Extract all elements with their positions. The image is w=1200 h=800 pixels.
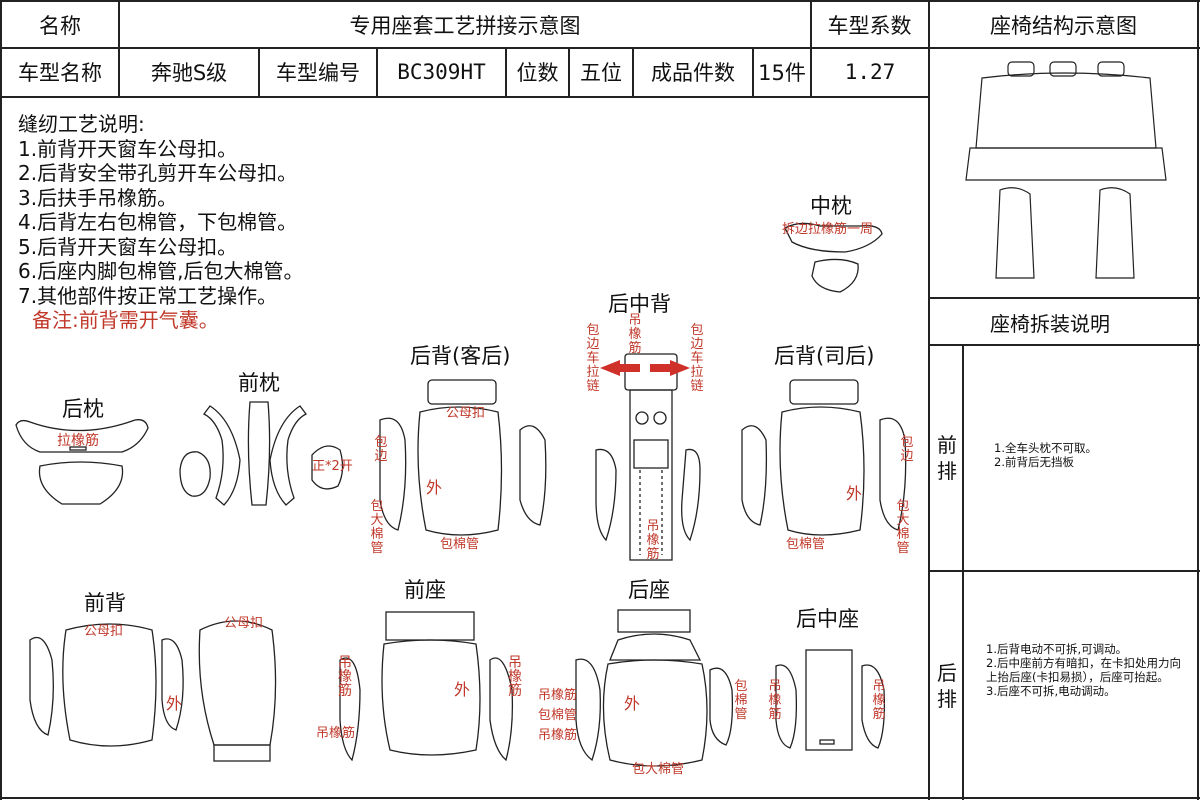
instructions-title: 座椅拆装说明 <box>990 312 1110 336</box>
seats-label: 位数 <box>516 61 559 85</box>
note-item: 6.后座内脚包棉管,后包大棉管。 <box>18 259 304 283</box>
right-divider-344 <box>928 344 1200 346</box>
annot-snap-rear-back-passenger: 公母扣 <box>446 406 486 421</box>
col-divider-118 <box>118 0 120 97</box>
annot-wrap-edge-passenger: 包边 <box>374 435 388 464</box>
note-item: 2.后背安全带孔剪开车公母扣。 <box>18 161 298 185</box>
page-title: 专用座套工艺拼接示意图 <box>349 13 581 38</box>
annot-wrap-zip-right: 包边车拉链 <box>690 323 704 394</box>
annot-snap-front-back-right: 公母扣 <box>224 616 264 631</box>
annot-hang-elastic-bottom: 吊橡筋 <box>646 519 660 562</box>
annot-hang-elastic-rear-middle-seat-right: 吊橡筋 <box>872 679 886 722</box>
frame-bottom <box>0 797 1200 799</box>
note-item: 4.后背左右包棉管，下包棉管。 <box>18 210 298 234</box>
col-divider-568 <box>568 48 570 97</box>
rear-row-instructions: 1.后背电动不可拆,可调动。 2.后中座前方有暗扣，在卡扣处用力向上抬后座(卡扣… <box>986 642 1192 698</box>
label-rear-middle-back: 后中背 <box>608 292 671 316</box>
annot-outer-front-back: 外 <box>166 694 183 713</box>
annot-hang-elastic-rear-seat-2: 吊橡筋 <box>538 728 578 743</box>
annot-middle-pillow: 拆边拉橡筋一周 <box>782 222 874 237</box>
annot-hang-elastic-rear-seat: 吊橡筋 <box>538 688 578 703</box>
note-item: 1.前背开天窗车公母扣。 <box>18 136 238 161</box>
annot-pipe-rear-seat-right: 包棉管 <box>734 679 748 722</box>
frame-top <box>0 0 1200 2</box>
model-code: BC309HT <box>397 60 486 84</box>
annot-outer-front-seat: 外 <box>454 680 471 699</box>
annot-front-pillow: 正*2开 <box>312 459 353 474</box>
annot-big-pipe-passenger: 包大棉管 <box>370 499 384 556</box>
rear-row-label: 后排 <box>937 661 957 711</box>
annot-pipe-rear-back-passenger: 包棉管 <box>440 537 480 552</box>
pieces-label: 成品件数 <box>651 61 735 85</box>
note-item: 7.其他部件按正常工艺操作。 <box>18 283 278 308</box>
right-col-divider <box>962 344 964 800</box>
row-divider-1 <box>0 47 1200 49</box>
annot-snap-front-back: 公母扣 <box>84 624 124 639</box>
col-divider-752 <box>752 48 754 97</box>
label-front-back: 前背 <box>84 591 126 615</box>
pieces-value: 15件 <box>758 61 806 85</box>
annot-outer-rear-back-driver: 外 <box>846 484 863 503</box>
label-front-seat: 前座 <box>404 578 446 602</box>
coef-label: 车型系数 <box>827 13 912 38</box>
seats-value: 五位 <box>580 61 622 85</box>
model-name-label: 车型名称 <box>18 61 102 85</box>
model-name: 奔驰S级 <box>150 61 228 85</box>
note-item: 5.后背开天窗车公母扣。 <box>18 234 238 259</box>
annot-hang-elastic-rear-middle-seat: 吊橡筋 <box>768 679 782 722</box>
annot-hang-elastic-front-seat-right: 吊橡筋 <box>508 655 522 699</box>
label-front-pillow: 前枕 <box>238 371 280 395</box>
pattern-drawings <box>15 222 907 767</box>
frame-left <box>0 0 2 800</box>
seat-structure-sketch <box>965 61 1167 279</box>
annot-pull-elastic: 拉橡筋 <box>57 433 99 449</box>
annot-wrap-edge-driver: 包边 <box>900 435 914 464</box>
col-divider-258 <box>258 48 260 97</box>
right-divider-570 <box>928 570 1200 572</box>
front-row-instructions: 1.全车头枕不可取。 2.前背后无挡板 <box>994 441 1194 469</box>
right-divider-297 <box>928 297 1200 299</box>
col-divider-376 <box>376 48 378 97</box>
frame-right <box>1197 0 1199 800</box>
front-item: 1.全车头枕不可取。 <box>994 441 1097 455</box>
front-item: 2.前背后无挡板 <box>994 455 1074 469</box>
coef-value: 1.27 <box>844 60 896 84</box>
label-rear-pillow: 后枕 <box>62 397 104 421</box>
sewing-notes: 缝纫工艺说明: 1.前背开天窗车公母扣。 2.后背安全带孔剪开车公母扣。 3.后… <box>18 112 303 333</box>
annot-hang-elastic-front-seat: 吊橡筋 <box>338 655 352 699</box>
rear-item: 1.后背电动不可拆,可调动。 <box>986 642 1128 656</box>
annot-big-pipe-rear-seat: 包大棉管 <box>632 762 685 777</box>
front-row-label: 前排 <box>937 433 957 483</box>
label-rear-back-driver: 后背(司后) <box>774 344 875 368</box>
col-divider-505 <box>505 48 507 97</box>
label-rear-middle-seat: 后中座 <box>796 607 859 631</box>
label-middle-pillow: 中枕 <box>810 194 852 218</box>
name-label: 名称 <box>39 13 81 38</box>
model-code-label: 车型编号 <box>276 61 360 85</box>
annot-big-pipe-driver: 包大棉管 <box>896 499 910 556</box>
annot-hang-elastic-top: 吊橡筋 <box>628 313 642 356</box>
annot-pipe-rear-back-driver: 包棉管 <box>786 537 826 552</box>
col-divider-928 <box>928 0 930 800</box>
col-divider-632 <box>632 48 634 97</box>
annot-hang-elastic-seat-bottom: 吊橡筋 <box>316 726 356 741</box>
notes-remark: 备注:前背需开气囊。 <box>32 308 219 332</box>
label-rear-seat: 后座 <box>628 578 670 602</box>
annot-outer-rear-back-passenger: 外 <box>426 478 443 497</box>
row-divider-2 <box>0 96 930 98</box>
annot-pipe-rear-seat: 包棉管 <box>538 708 578 723</box>
annot-outer-rear-seat: 外 <box>624 694 641 713</box>
note-item: 3.后扶手吊橡筋。 <box>18 185 178 210</box>
col-divider-810 <box>810 0 812 97</box>
rear-item: 2.后中座前方有暗扣，在卡扣处用力向上抬后座(卡扣易损），后座可抬起。 <box>986 656 1181 684</box>
label-rear-back-passenger: 后背(客后) <box>410 344 511 368</box>
rear-item: 3.后座不可拆,电动调动。 <box>986 684 1116 698</box>
notes-heading: 缝纫工艺说明: <box>18 112 145 136</box>
annot-wrap-zip-left: 包边车拉链 <box>586 323 600 394</box>
structure-title: 座椅结构示意图 <box>990 13 1137 38</box>
